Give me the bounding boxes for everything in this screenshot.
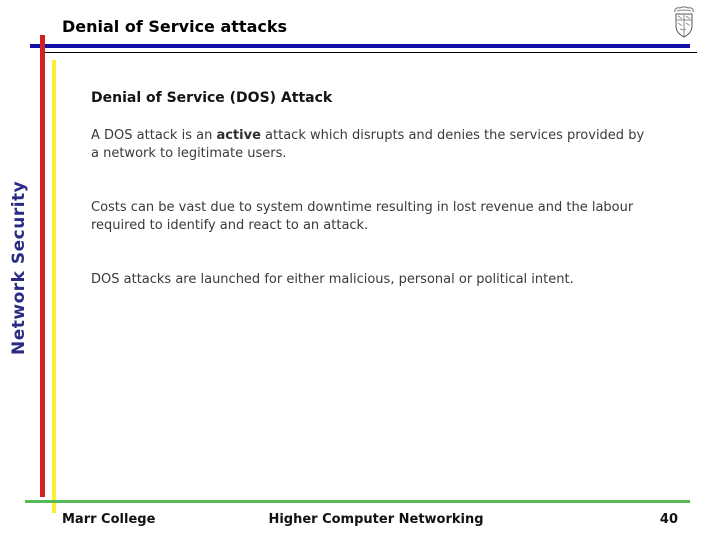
paragraph-dos-definition: A DOS attack is an active attack which d… (91, 127, 651, 163)
para1-bold-word: active (216, 128, 261, 143)
header-rule-blue (30, 44, 690, 48)
slide-title: Denial of Service attacks (62, 17, 288, 36)
footer-course-name: Higher Computer Networking (268, 512, 484, 527)
accent-line-yellow (52, 60, 56, 513)
para1-text-after: attack which disrupts and denies the ser… (91, 128, 645, 161)
paragraph-costs: Costs can be vast due to system downtime… (91, 200, 634, 233)
accent-line-red (40, 35, 45, 497)
content-heading: Denial of Service (DOS) Attack (91, 90, 333, 106)
para1-text-before: A DOS attack is an (91, 128, 217, 143)
school-crest-icon (671, 6, 697, 39)
header-rule-black (45, 52, 697, 53)
footer-rule-green (25, 500, 690, 503)
footer-school-name: Marr College (62, 512, 156, 527)
footer-page-number: 40 (659, 512, 678, 527)
paragraph-intent: DOS attacks are launched for either mali… (91, 272, 574, 287)
sidebar-course-label: Network Security (9, 180, 29, 355)
